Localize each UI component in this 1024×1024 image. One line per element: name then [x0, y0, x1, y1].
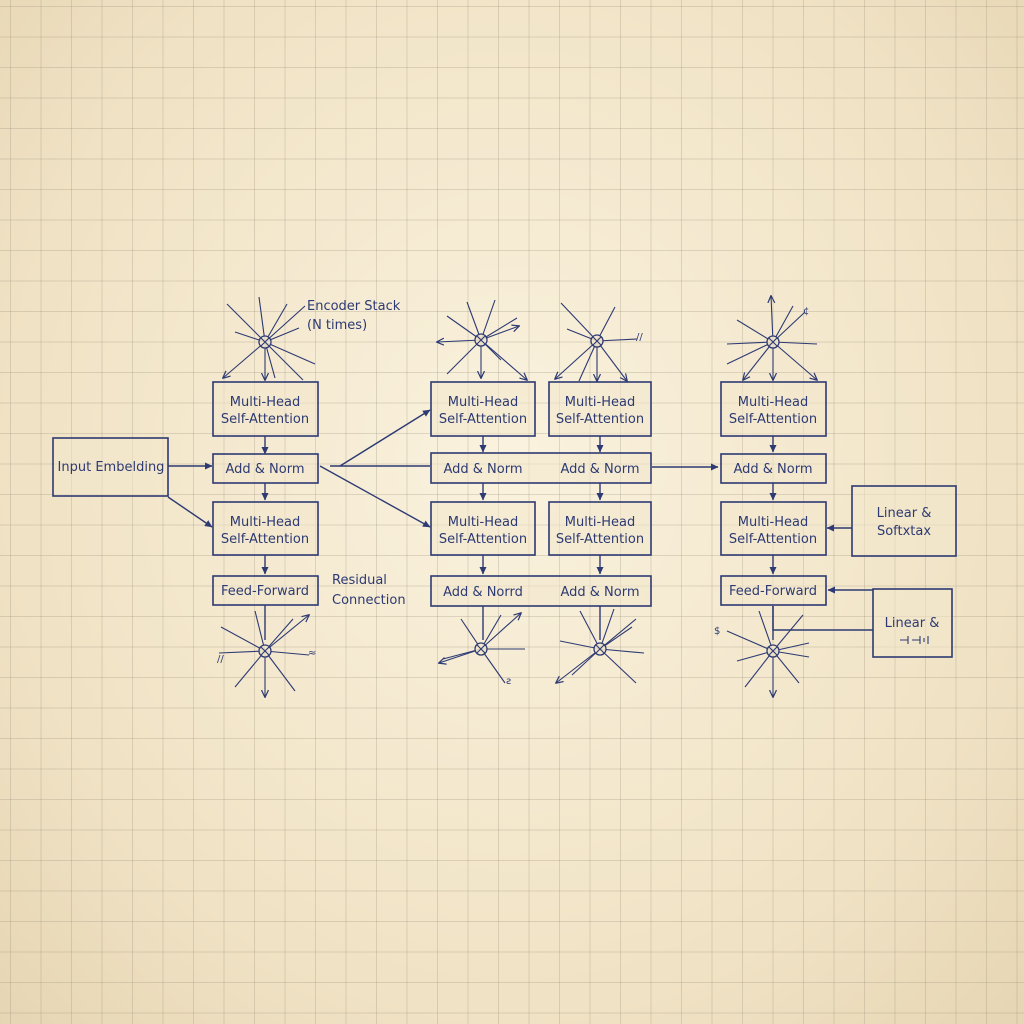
starburst-node-icon: [556, 608, 645, 683]
svg-text:Self-Attention: Self-Attention: [729, 532, 817, 547]
svg-text:Add & Norm: Add & Norm: [560, 585, 639, 600]
linear-softmax-box: Linear & Softxtax: [851, 485, 957, 557]
svg-text:Input Embelding: Input Embelding: [58, 460, 165, 475]
connector-lines: [167, 409, 873, 640]
multi-head-attention-box: Multi-Head Self-Attention: [430, 381, 536, 437]
add-norm-wide-box: Add & Norm Add & Norm: [430, 452, 652, 484]
svg-text:Linear &: Linear &: [885, 616, 940, 631]
input-embedding-box: Input Embelding: [52, 437, 169, 497]
svg-text:Multi-Head: Multi-Head: [448, 395, 518, 410]
multi-head-attention-box: Multi-Head Self-Attention: [548, 501, 652, 556]
scribble-mark: $: [714, 626, 720, 637]
starburst-node-icon: [726, 610, 810, 697]
svg-text:Multi-Head: Multi-Head: [230, 515, 300, 530]
scribble-mark: ¢: [803, 306, 809, 317]
scribble-mark: ≈: [308, 648, 316, 659]
svg-text:Add & Norrd: Add & Norrd: [443, 585, 523, 600]
multi-head-attention-box: Multi-Head Self-Attention: [212, 381, 319, 437]
multi-head-attention-box: Multi-Head Self-Attention: [212, 501, 319, 556]
svg-text:Encoder Stack: Encoder Stack: [307, 299, 401, 314]
starburst-node-icon: [555, 302, 638, 381]
svg-text:Self-Attention: Self-Attention: [556, 412, 644, 427]
scribble-mark: ƨ: [506, 676, 511, 687]
multi-head-attention-box: Multi-Head Self-Attention: [548, 381, 652, 437]
residual-connection-note: Residual Connection: [332, 573, 406, 608]
linear-box: Linear &: [872, 588, 953, 658]
svg-text:Softxtax: Softxtax: [877, 524, 931, 539]
svg-text:Multi-Head: Multi-Head: [738, 515, 808, 530]
starburst-node-icon: [218, 610, 309, 697]
starburst-node-icon: [726, 296, 817, 380]
svg-text:Add & Norm: Add & Norm: [560, 462, 639, 477]
add-norm-wide-box: Add & Norrd Add & Norm: [430, 575, 652, 607]
svg-text:Multi-Head: Multi-Head: [448, 515, 518, 530]
multi-head-attention-box: Multi-Head Self-Attention: [430, 501, 536, 556]
starburst-node-icon: [223, 296, 316, 380]
add-norm-box: Add & Norm: [212, 453, 319, 484]
starburst-node-icon: [439, 613, 525, 684]
svg-text:Self-Attention: Self-Attention: [221, 412, 309, 427]
svg-text:Connection: Connection: [332, 593, 406, 608]
svg-text:Add & Norm: Add & Norm: [225, 462, 304, 477]
encoder-stack-note: Encoder Stack (N times): [307, 299, 401, 333]
svg-text:Add & Norm: Add & Norm: [443, 462, 522, 477]
svg-text:Multi-Head: Multi-Head: [565, 515, 635, 530]
svg-text:Residual: Residual: [332, 573, 387, 588]
svg-text:Self-Attention: Self-Attention: [221, 532, 309, 547]
svg-text:Self-Attention: Self-Attention: [439, 412, 527, 427]
svg-text:Linear &: Linear &: [877, 506, 932, 521]
svg-text:(N times): (N times): [307, 318, 367, 333]
scribble-mark: [900, 636, 929, 644]
svg-text:Feed-Forward: Feed-Forward: [729, 584, 817, 599]
svg-text:Add & Norm: Add & Norm: [733, 462, 812, 477]
scribble-mark: //: [217, 654, 224, 665]
multi-head-attention-box: Multi-Head Self-Attention: [720, 381, 827, 437]
svg-text:Self-Attention: Self-Attention: [556, 532, 644, 547]
multi-head-attention-box: Multi-Head Self-Attention: [720, 501, 827, 556]
svg-text:Multi-Head: Multi-Head: [738, 395, 808, 410]
feed-forward-box: Feed-Forward: [720, 575, 827, 606]
add-norm-box: Add & Norm: [720, 453, 827, 484]
svg-text:Self-Attention: Self-Attention: [439, 532, 527, 547]
feed-forward-box: Feed-Forward: [212, 575, 319, 606]
scribble-mark: //: [636, 332, 643, 343]
svg-text:Multi-Head: Multi-Head: [230, 395, 300, 410]
svg-text:Multi-Head: Multi-Head: [565, 395, 635, 410]
starburst-node-icon: [437, 299, 527, 380]
svg-text:Feed-Forward: Feed-Forward: [221, 584, 309, 599]
svg-text:Self-Attention: Self-Attention: [729, 412, 817, 427]
